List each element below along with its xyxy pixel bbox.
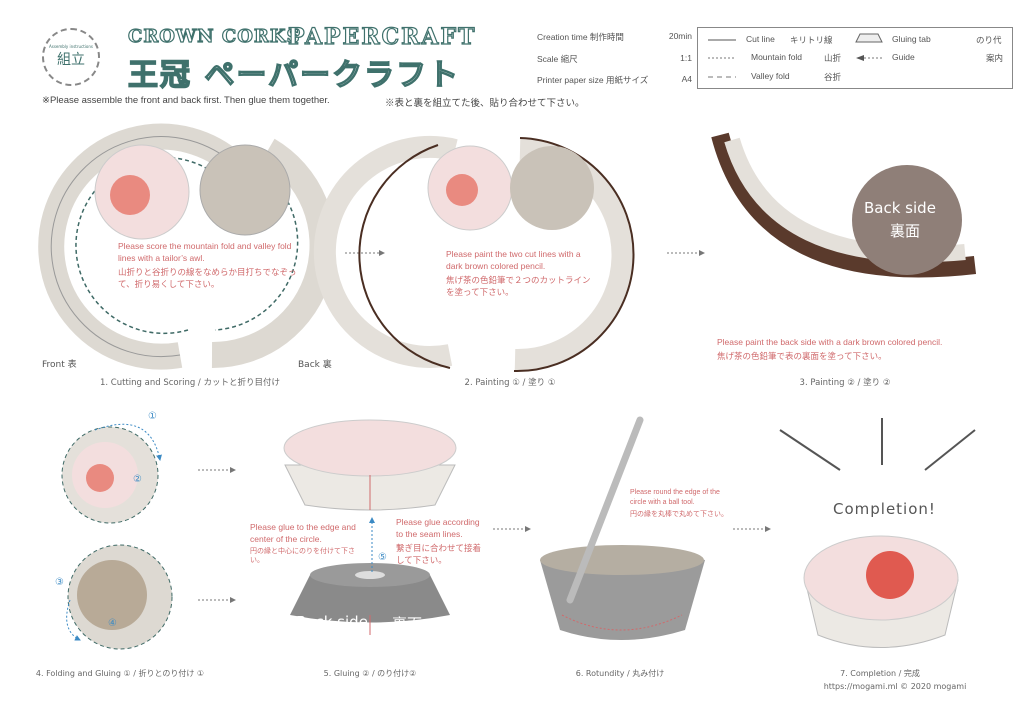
step-mark-5: ⑤ (378, 552, 387, 563)
parrot-icon (110, 175, 150, 215)
step1-note: Please score the mountain fold and valle… (118, 240, 303, 290)
title-jp: 王冠 ペーパークラフト (127, 57, 461, 93)
step5-note2-en: Please glue according to the seam lines. (396, 517, 480, 539)
step1-front-ring (38, 123, 244, 370)
step2-note: Please paint the two cut lines with a da… (446, 248, 596, 298)
step3-caption: 3. Painting ② / 塗り ② (799, 378, 891, 388)
legend-valley: Valley fold (751, 71, 790, 81)
badge-jp-text: 組立 (57, 52, 85, 68)
creation-time-label: Creation time 制作時間 (537, 32, 624, 42)
parrot-icon (446, 174, 478, 206)
step7-caption: 7. Completion / 完成 (840, 669, 920, 678)
step1-back-label: Back 裏 (298, 360, 332, 370)
step5-note2-jp: 繋ぎ目に合わせて接着して下さい。 (396, 543, 482, 565)
sparkle-lines (779, 418, 976, 471)
step5-note2: Please glue according to the seam lines.… (396, 516, 488, 566)
step3-note: Please paint the back side with a dark b… (717, 336, 1017, 362)
legend-guide: Guide (892, 52, 915, 62)
step5-caption: 5. Gluing ② / のり付け② (323, 669, 417, 678)
assembly-note-jp: ※表と裏を組立てた後、貼り合わせて下さい。 (385, 98, 585, 109)
legend-mountain: Mountain fold (751, 52, 803, 62)
ball-tool (566, 416, 644, 604)
step6-note-en: Please round the edge of the circle with… (630, 489, 720, 506)
step5-note1: Please glue to the edge and center of th… (250, 521, 360, 565)
step2-caption: 2. Painting ① / 塗り ① (464, 378, 556, 388)
step6-note: Please round the edge of the circle with… (630, 488, 730, 520)
paper-size-label: Printer paper size 用紙サイズ (537, 75, 649, 85)
completion-label: Completion! (833, 500, 936, 518)
paper-size-value: A4 (681, 74, 692, 84)
step2-note-jp: 焦げ茶の色鉛筆で２つのカットラインを塗って下さい。 (446, 275, 591, 297)
footer-credit: https://mogami.ml © 2020 mogami (823, 682, 967, 691)
legend-cut-jp: キリトリ線 (790, 35, 833, 45)
step1-note-jp: 山折りと谷折りの線をなめらか目打ちでなぞって、折り易くして下さい。 (118, 267, 297, 289)
scale-value: 1:1 (680, 53, 692, 63)
step3-note-jp: 焦げ茶の色鉛筆で表の裏面を塗って下さい。 (717, 351, 887, 361)
step1-note-en: Please score the mountain fold and valle… (118, 241, 292, 263)
legend-box: Cut line キリトリ線 Mountain fold 山折 Valley f… (697, 27, 1013, 89)
step5-note1-en: Please glue to the edge and center of th… (250, 522, 356, 544)
guide-arrow-1 (94, 423, 162, 461)
step2-note-en: Please paint the two cut lines with a da… (446, 249, 581, 271)
guide-arrow-3 (66, 599, 81, 641)
legend-cut: Cut line (746, 34, 775, 44)
step3-note-en: Please paint the back side with a dark b… (717, 337, 943, 347)
legend-guide-jp: 案内 (986, 53, 1004, 63)
assembly-note-en: ※Please assemble the front and back firs… (42, 95, 330, 106)
step5-back-side-label: Back side (296, 613, 368, 631)
step5-back-side-label-jp: 裏面 (392, 615, 423, 633)
scale-label: Scale 縮尺 (537, 54, 578, 64)
step3-back-circle (852, 165, 962, 275)
legend-valley-jp: 谷折 (824, 72, 842, 82)
badge-small-text: Assembly instructions (49, 44, 93, 49)
parrot-icon (86, 464, 114, 492)
parrot-icon (866, 551, 914, 599)
step-mark-4: ④ (108, 618, 117, 629)
step-mark-2: ② (133, 474, 142, 485)
title-papercraft: PAPERCRAFT (287, 23, 477, 50)
assembly-badge: Assembly instructions 組立 (42, 28, 100, 86)
step2-back-circle (510, 146, 594, 230)
title-crown-corks: CROWN CORKS (127, 25, 301, 47)
step1-back-circle (199, 144, 291, 236)
step-mark-1: ① (148, 411, 157, 422)
creation-time-value: 20min (668, 31, 692, 41)
step-mark-3: ③ (55, 577, 64, 588)
step6-note-jp: 円の縁を丸棒で丸めて下さい。 (630, 511, 728, 518)
step1-front-label: Front 表 (42, 360, 77, 370)
step6-caption: 6. Rotundity / 丸み付け (575, 669, 665, 678)
step3-back-side-label: Back side (864, 199, 936, 217)
legend-lines (708, 33, 883, 78)
step2-front-ring (313, 135, 458, 368)
legend-gluing: Gluing tab (892, 34, 931, 44)
step3-back-side-label-jp: 裏面 (890, 222, 921, 240)
step4-caption: 4. Folding and Gluing ① / 折りとのり付け ① (35, 669, 205, 678)
step5-note1-jp: 円の縁と中心にのりを付けて下さい。 (250, 548, 355, 564)
legend-gluing-jp: のり代 (976, 35, 1002, 45)
step1-caption: 1. Cutting and Scoring / カットと折り目付け (99, 378, 281, 388)
legend-mountain-jp: 山折 (824, 53, 842, 63)
